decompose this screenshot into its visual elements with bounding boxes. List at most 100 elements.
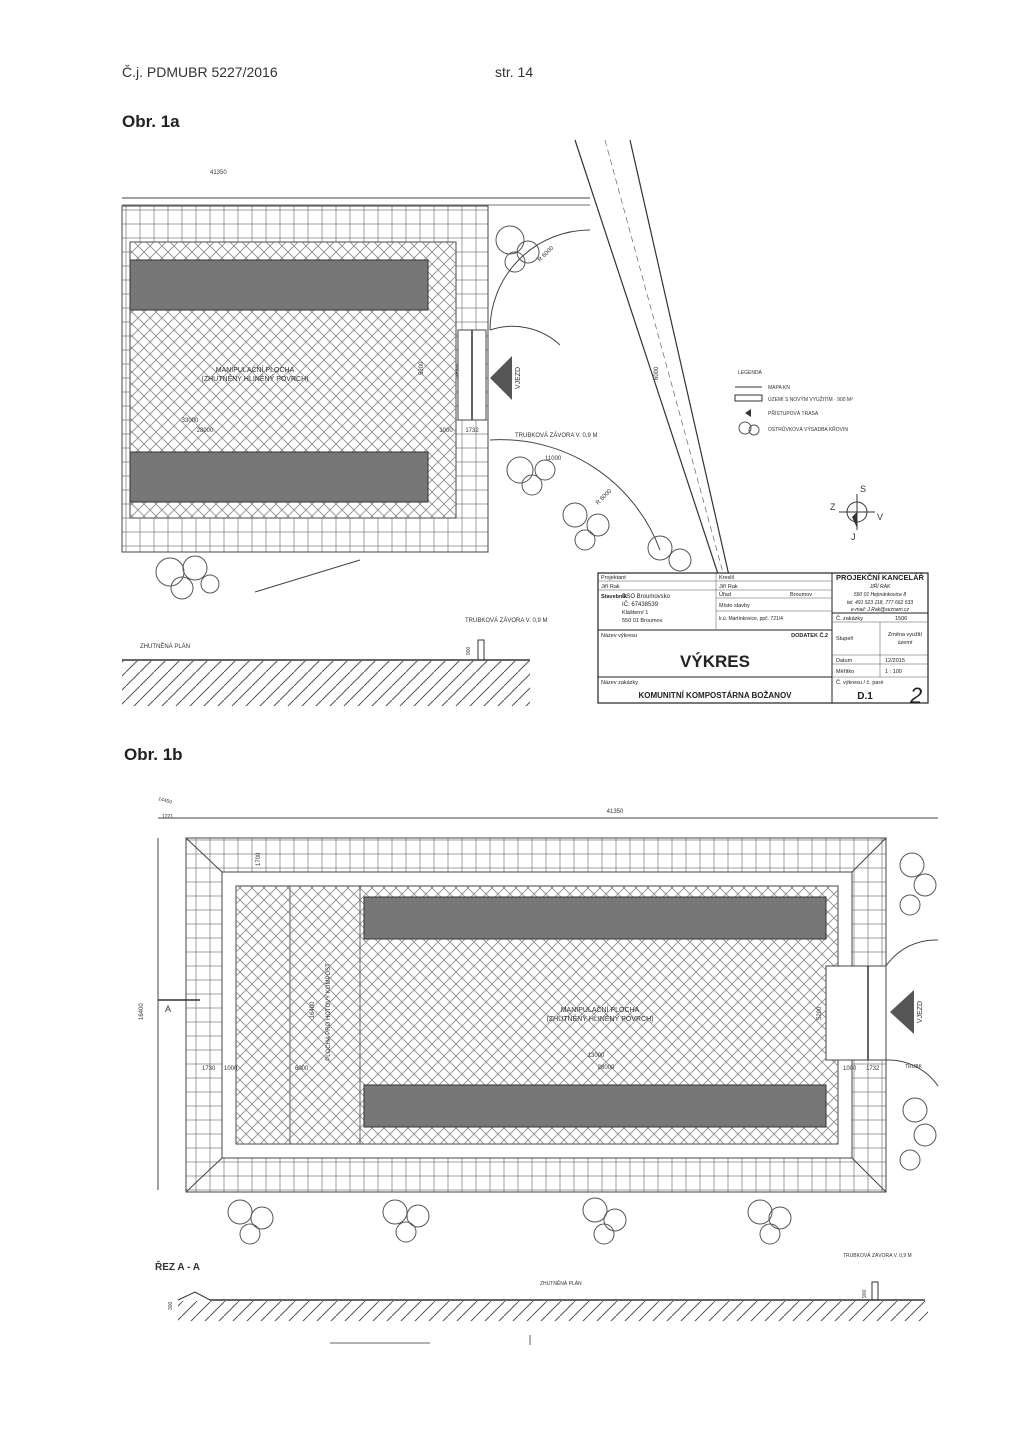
dimension: R 6000 (537, 245, 555, 263)
compost-zone-label: PLOCHA PRO HOTOVÝ KOMPOST (325, 963, 332, 1061)
svg-text:DSO Broumovsko: DSO Broumovsko (622, 594, 671, 600)
compost-row (129, 259, 429, 311)
svg-text:Změna využití: Změna využití (888, 632, 923, 638)
shrub-icon (582, 1197, 627, 1245)
svg-text:Název výkresu: Název výkresu (601, 633, 637, 639)
document-reference: Č.j. PDMUBR 5227/2016 (122, 64, 278, 80)
svg-text:Stavebník: Stavebník (601, 594, 628, 600)
svg-text:550 01 Broumov: 550 01 Broumov (622, 618, 663, 624)
dimension: 14450 (157, 796, 172, 805)
dimension: 13000 (588, 1053, 605, 1059)
dimension: 1000 (843, 1066, 857, 1072)
svg-text:Název zakázky: Název zakázky (601, 680, 638, 686)
svg-text:Jiří Rak: Jiří Rak (719, 584, 738, 590)
barrier-label: TRUBK (905, 1064, 923, 1070)
dimension: 300 (168, 1301, 174, 1310)
corner-line (185, 1157, 223, 1193)
legend-item: OSTRŮVKOVÁ VÝSADBA KŘOVIN (768, 425, 848, 433)
barrier-post (871, 1281, 879, 1301)
svg-text:Broumov: Broumov (790, 592, 812, 598)
shrub-icon (899, 1097, 937, 1171)
compass-icon: S Z V J (830, 484, 883, 542)
area-label: MANIPULAČNÍ PLOCHA (561, 1005, 640, 1014)
svg-text:území: území (898, 640, 913, 646)
corner-line (851, 837, 887, 873)
area-label: MANIPULAČNÍ PLOCHA (216, 365, 295, 374)
entry-label: VJEZD (917, 1001, 924, 1023)
section-mark: A (165, 1004, 171, 1014)
shrub-icon (155, 555, 220, 600)
drawing-number: D.1 (857, 691, 873, 702)
legend-item: MAPA KN (768, 385, 790, 391)
turn-arc (489, 439, 661, 551)
compacted-label: ZHUTNĚNÁ PLÁN (540, 1279, 582, 1287)
leader-line (254, 559, 361, 593)
svg-text:Stupeň: Stupeň (836, 636, 853, 642)
turn-arc (489, 325, 561, 346)
ground-hatch (122, 661, 530, 706)
corner-line (185, 837, 223, 873)
svg-text:1 : 100: 1 : 100 (885, 669, 902, 675)
area-label: (ZHUTNĚNÝ HLINĚNÝ POVRCH) (547, 1014, 654, 1023)
dimension: 1000 (439, 428, 453, 434)
copy-number: 2 (909, 683, 922, 708)
entry-arrow-icon (890, 990, 914, 1034)
figure-1a: 41350 MANIPULAČNÍ PLOCHA (ZHUTNĚNÝ HLINĚ… (121, 139, 929, 708)
svg-text:V: V (877, 512, 883, 522)
shrub-icon (227, 1199, 274, 1245)
shrub-icon (495, 225, 540, 273)
dimension: 6000 (654, 366, 660, 380)
svg-text:PROJEKČNÍ KANCELÁŘ: PROJEKČNÍ KANCELÁŘ (836, 573, 925, 582)
turn-arc (885, 939, 939, 967)
corner-line (851, 1157, 887, 1193)
dimension: 6000 (295, 1066, 309, 1072)
shrub-icon (647, 535, 692, 572)
svg-text:Úřad: Úřad (719, 591, 731, 598)
dimension: 1732 (465, 428, 479, 434)
barrier-label: TRUBKOVÁ ZÁVORA V. 0,9 M (843, 1252, 912, 1259)
entry-arrow-icon (490, 356, 512, 400)
legend-item: ÚZEMÍ S NOVÝM VYUŽITÍM · 900 M² (768, 395, 853, 403)
svg-text:Č. zakázky: Č. zakázky (836, 615, 863, 622)
entry-label: VJEZD (515, 367, 522, 389)
dimension: 1730 (202, 1066, 216, 1072)
svg-text:J: J (851, 532, 856, 542)
dimension: 41350 (607, 809, 624, 815)
road-axis (604, 139, 726, 581)
dimension: 5200 (419, 361, 425, 375)
svg-text:Měřítko: Měřítko (836, 669, 854, 675)
svg-text:550 01 Hejmánkovice 8: 550 01 Hejmánkovice 8 (854, 592, 906, 598)
svg-text:Z: Z (830, 502, 836, 512)
dimension: 33000 (182, 418, 199, 424)
access-arrow-icon (745, 409, 751, 417)
figure-1a-title: Obr. 1a (122, 112, 180, 131)
drawing-title: VÝKRES (680, 652, 750, 671)
svg-text:Jiří Rak: Jiří Rak (601, 584, 620, 590)
dimension: 5200 (817, 1006, 823, 1020)
turn-arc (885, 1059, 939, 1087)
dimension: 1700 (256, 852, 262, 866)
svg-text:JIŘÍ RAK: JIŘÍ RAK (869, 582, 891, 590)
svg-text:1506: 1506 (895, 616, 907, 622)
svg-text:Klášterní 1: Klášterní 1 (622, 610, 648, 616)
page-number: str. 14 (495, 64, 534, 80)
compost-row (363, 896, 827, 940)
compost-row (363, 1084, 827, 1128)
svg-text:DODATEK Č.2: DODATEK Č.2 (791, 632, 828, 639)
svg-text:12/2015: 12/2015 (885, 658, 905, 664)
svg-text:S: S (860, 484, 866, 494)
shrub-icon (562, 502, 610, 551)
svg-text:Projektant: Projektant (601, 575, 626, 581)
svg-text:IČ: 67438539: IČ: 67438539 (622, 601, 659, 608)
svg-text:Místo stavby: Místo stavby (719, 603, 750, 609)
barrier-label: TRUBKOVÁ ZÁVORA V. 0,9 M (515, 432, 597, 439)
svg-text:e-mail: J.Rak@seznam.cz: e-mail: J.Rak@seznam.cz (851, 607, 910, 613)
dimension: 11000 (545, 456, 562, 462)
shrub-icon (382, 1199, 430, 1243)
barrier-post (477, 639, 485, 661)
svg-text:Datum: Datum (836, 658, 853, 664)
dimension: R 6000 (595, 488, 613, 506)
compost-row (129, 451, 429, 503)
shrub-icon (747, 1199, 792, 1245)
legend-swatch (734, 394, 763, 402)
